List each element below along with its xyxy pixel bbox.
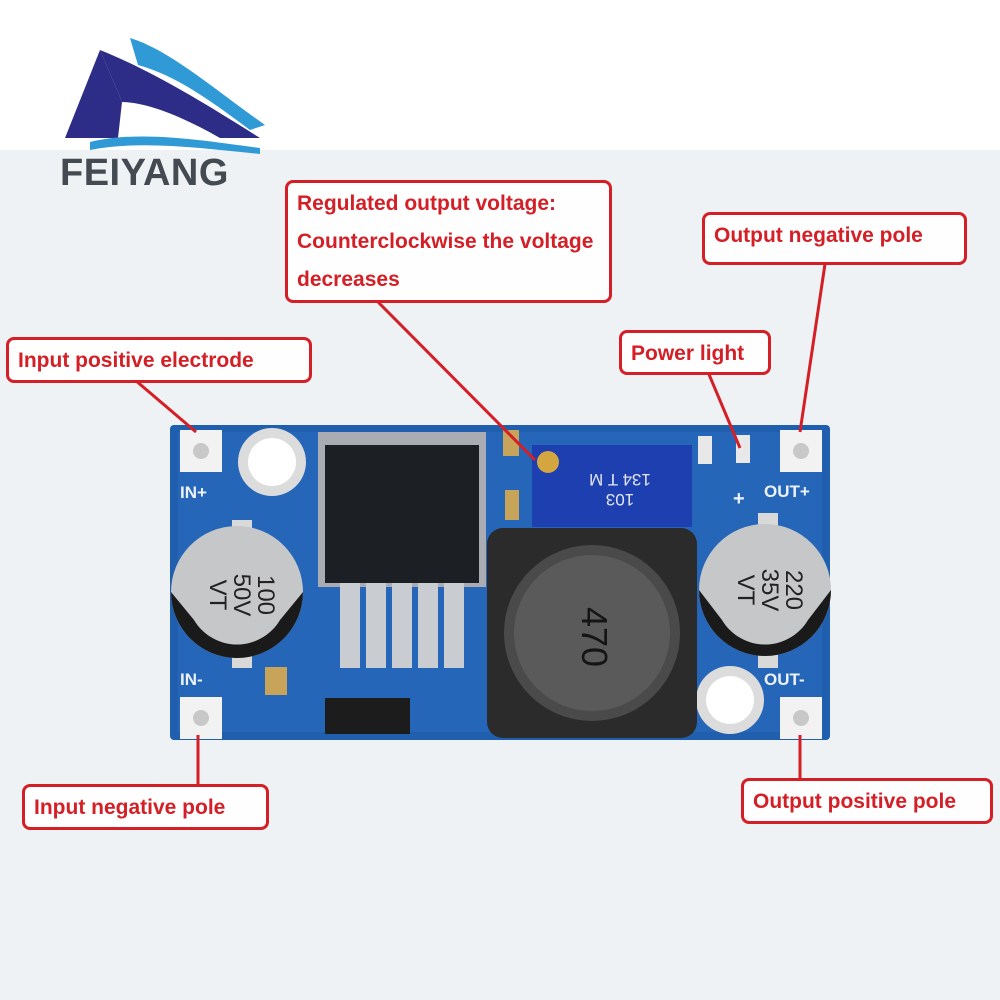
feiyang-logo-icon <box>65 38 265 154</box>
pad-label-in-plus: IN+ <box>180 483 207 502</box>
cap-right-voltage: 35V <box>756 569 783 612</box>
pad-label-out-plus: OUT+ <box>764 482 810 501</box>
callout-power-light: Power light <box>619 330 771 375</box>
pad-label-out-minus: OUT- <box>764 670 805 689</box>
callout-output-negative-pole: Output negative pole <box>702 212 967 265</box>
cap-right-value: 220 <box>780 570 807 610</box>
cap-left-series: VT <box>204 580 231 611</box>
polarity-plus-mark: + <box>733 488 745 510</box>
pad-label-in-minus: IN- <box>180 670 203 689</box>
pot-marking-value: 103 <box>606 490 634 509</box>
cap-left-value: 100 <box>252 575 279 615</box>
callout-regulated-output-voltage: Regulated output voltage: Counterclockwi… <box>285 180 612 303</box>
cap-left-voltage: 50V <box>228 574 255 617</box>
brand-name: FEIYANG <box>60 152 229 194</box>
inductor-marking: 470 <box>574 607 615 667</box>
callout-output-positive-pole: Output positive pole <box>741 778 993 824</box>
cap-right-series: VT <box>732 575 759 606</box>
callout-input-negative-pole: Input negative pole <box>22 784 269 830</box>
callout-input-positive-electrode: Input positive electrode <box>6 337 312 383</box>
pot-marking-code: 134 T M <box>589 470 651 489</box>
